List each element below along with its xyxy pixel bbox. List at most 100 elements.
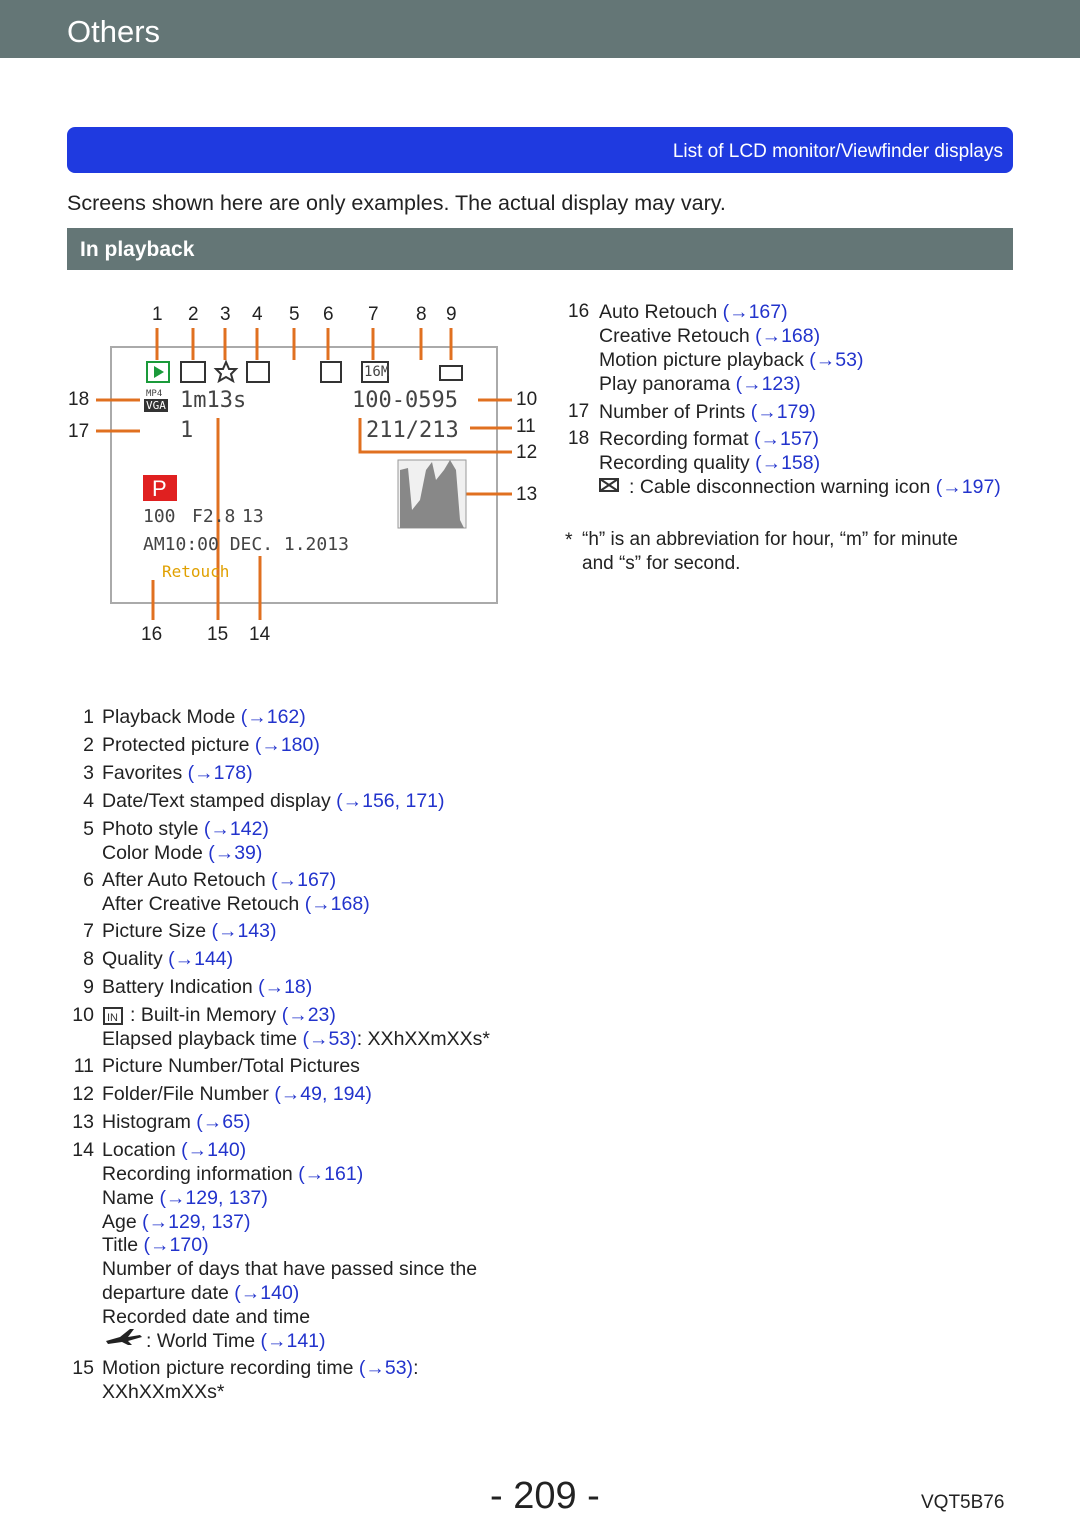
page-reference-link[interactable]: (→23) — [281, 1004, 336, 1026]
lcd-datetime: AM10:00 DEC. 1.2013 — [143, 534, 349, 555]
legend-list-item: 1 Playback Mode (→162) — [83, 706, 306, 729]
document-code: VQT5B76 — [921, 1492, 1005, 1513]
legend-item-number: 10 — [72, 1004, 94, 1026]
right-item-16-line-2: Creative Retouch (→168) — [599, 325, 821, 347]
page-reference-link[interactable]: (→167) — [722, 301, 788, 323]
legend-list-item: Name (→129, 137) — [102, 1187, 268, 1210]
page-reference-link[interactable]: (→167) — [271, 869, 337, 891]
legend-item-text: Age — [102, 1211, 143, 1233]
legend-item-text: After Auto Retouch — [102, 869, 272, 891]
legend-item-number: 9 — [83, 976, 94, 998]
page-reference-link[interactable]: (→129, 137) — [159, 1187, 268, 1209]
callout-17: 17 — [68, 421, 90, 442]
legend-item-number: 2 — [83, 734, 94, 756]
callout-2: 2 — [188, 304, 199, 325]
page-reference-link[interactable]: (→161) — [298, 1163, 364, 1185]
page-reference-link[interactable]: (→179) — [750, 401, 816, 423]
legend-item-tail: : — [413, 1357, 419, 1379]
legend-list-item: departure date (→140) — [102, 1282, 299, 1305]
legend-list-item: 6 After Auto Retouch (→167) — [83, 869, 337, 892]
intro-text: Screens shown here are only examples. Th… — [67, 191, 726, 215]
page-reference-link[interactable]: (→156, 171) — [336, 790, 445, 812]
right-item-18-line-2: Recording quality (→158) — [599, 452, 821, 474]
legend-list-item: 2 Protected picture (→180) — [83, 734, 320, 757]
page-reference-link[interactable]: (→39) — [208, 842, 263, 864]
legend-item-text: Motion picture recording time — [102, 1357, 359, 1379]
right-item-16-line-1: Auto Retouch (→167) — [599, 301, 788, 323]
callout-8: 8 — [416, 304, 427, 325]
page-reference-link[interactable]: (→53) — [809, 349, 864, 371]
legend-list-item: Elapsed playback time (→53): XXhXXmXXs* — [102, 1028, 490, 1051]
legend-item-number: 14 — [72, 1139, 94, 1161]
page-reference-link[interactable]: (→178) — [187, 762, 253, 784]
legend-list-item: 10: Built-in Memory (→23) — [72, 1004, 336, 1027]
callout-14: 14 — [249, 624, 271, 645]
page-reference-link[interactable]: (→143) — [211, 920, 277, 942]
page-reference-link[interactable]: (→49, 194) — [274, 1083, 372, 1105]
legend-item-number: 7 — [83, 920, 94, 942]
legend-item-number: 4 — [83, 790, 94, 812]
page-reference-link[interactable]: (→157) — [753, 428, 820, 450]
page-reference-link[interactable]: (→140) — [181, 1139, 247, 1161]
page-reference-link[interactable]: (→180) — [254, 734, 320, 756]
page-reference-link[interactable]: (→197) — [935, 476, 1001, 498]
legend-item-number: 11 — [73, 1055, 94, 1077]
lcd-screen-frame — [110, 346, 498, 604]
callout-13: 13 — [516, 484, 538, 505]
page-reference-link[interactable]: (→140) — [234, 1282, 300, 1304]
legend-item-text: Elapsed playback time — [102, 1028, 303, 1050]
topic-banner: List of LCD monitor/Viewfinder displays — [67, 127, 1013, 173]
page-reference-link[interactable]: (→18) — [258, 976, 313, 998]
legend-item-text: Protected picture — [102, 734, 255, 756]
lcd-format-top: MP4 — [146, 389, 163, 399]
legend-list-item: Color Mode (→39) — [102, 842, 262, 865]
lcd-diagram: 1 2 3 4 5 6 7 8 9 18 17 10 11 12 13 16 1… — [0, 0, 1080, 660]
legend-item-text: Name — [102, 1187, 160, 1209]
right-item-17-number: 17 — [568, 401, 590, 422]
page-reference-link[interactable]: (→170) — [143, 1234, 209, 1256]
topic-banner-label: List of LCD monitor/Viewfinder displays — [672, 141, 1003, 162]
lcd-mode: P — [152, 476, 167, 501]
callout-5: 5 — [289, 304, 300, 325]
cable-disconnection-warning-icon — [598, 476, 622, 496]
legend-list-item: Age (→129, 137) — [102, 1211, 251, 1234]
page-reference-link[interactable]: (→142) — [203, 818, 269, 840]
page-reference-link[interactable]: (→162) — [240, 706, 306, 728]
page-reference-link[interactable]: (→141) — [260, 1330, 326, 1352]
footnote-mark: * — [565, 529, 573, 551]
footnote-line-2: and “s” for second. — [582, 553, 741, 574]
page-reference-link[interactable]: (→129, 137) — [142, 1211, 251, 1233]
page-reference-link[interactable]: (→53) — [358, 1357, 414, 1379]
callout-7: 7 — [368, 304, 379, 325]
legend-list-item: After Creative Retouch (→168) — [102, 893, 370, 916]
page-reference-link[interactable]: (→168) — [304, 893, 370, 915]
right-item-16-line-4: Play panorama (→123) — [599, 373, 801, 395]
page-header: Others — [0, 0, 1080, 58]
legend-item-text: XXhXXmXXs* — [102, 1381, 225, 1403]
page-reference-link[interactable]: (→168) — [755, 325, 821, 347]
lcd-elapsed: 1m13s — [180, 388, 247, 413]
legend-item-text: Favorites — [102, 762, 188, 784]
callout-10: 10 — [516, 389, 538, 410]
page-reference-link[interactable]: (→53) — [302, 1028, 357, 1050]
callout-11: 11 — [516, 416, 536, 437]
page-reference-link[interactable]: (→65) — [196, 1111, 251, 1133]
page-reference-link[interactable]: (→158) — [755, 452, 821, 474]
legend-item-text: Recorded date and time — [102, 1306, 311, 1328]
legend-item-text: After Creative Retouch — [102, 893, 305, 915]
callout-18: 18 — [68, 389, 90, 410]
legend-item-text: Histogram — [102, 1111, 197, 1133]
legend-item-number: 6 — [83, 869, 94, 891]
legend-item-number: 1 — [83, 706, 94, 728]
page-reference-link[interactable]: (→144) — [168, 948, 234, 970]
legend-item-text: Playback Mode — [102, 706, 241, 728]
page-reference-link[interactable]: (→123) — [735, 373, 801, 395]
callout-12: 12 — [516, 442, 538, 463]
callout-16: 16 — [141, 624, 163, 645]
legend-item-text: Location — [102, 1139, 182, 1161]
